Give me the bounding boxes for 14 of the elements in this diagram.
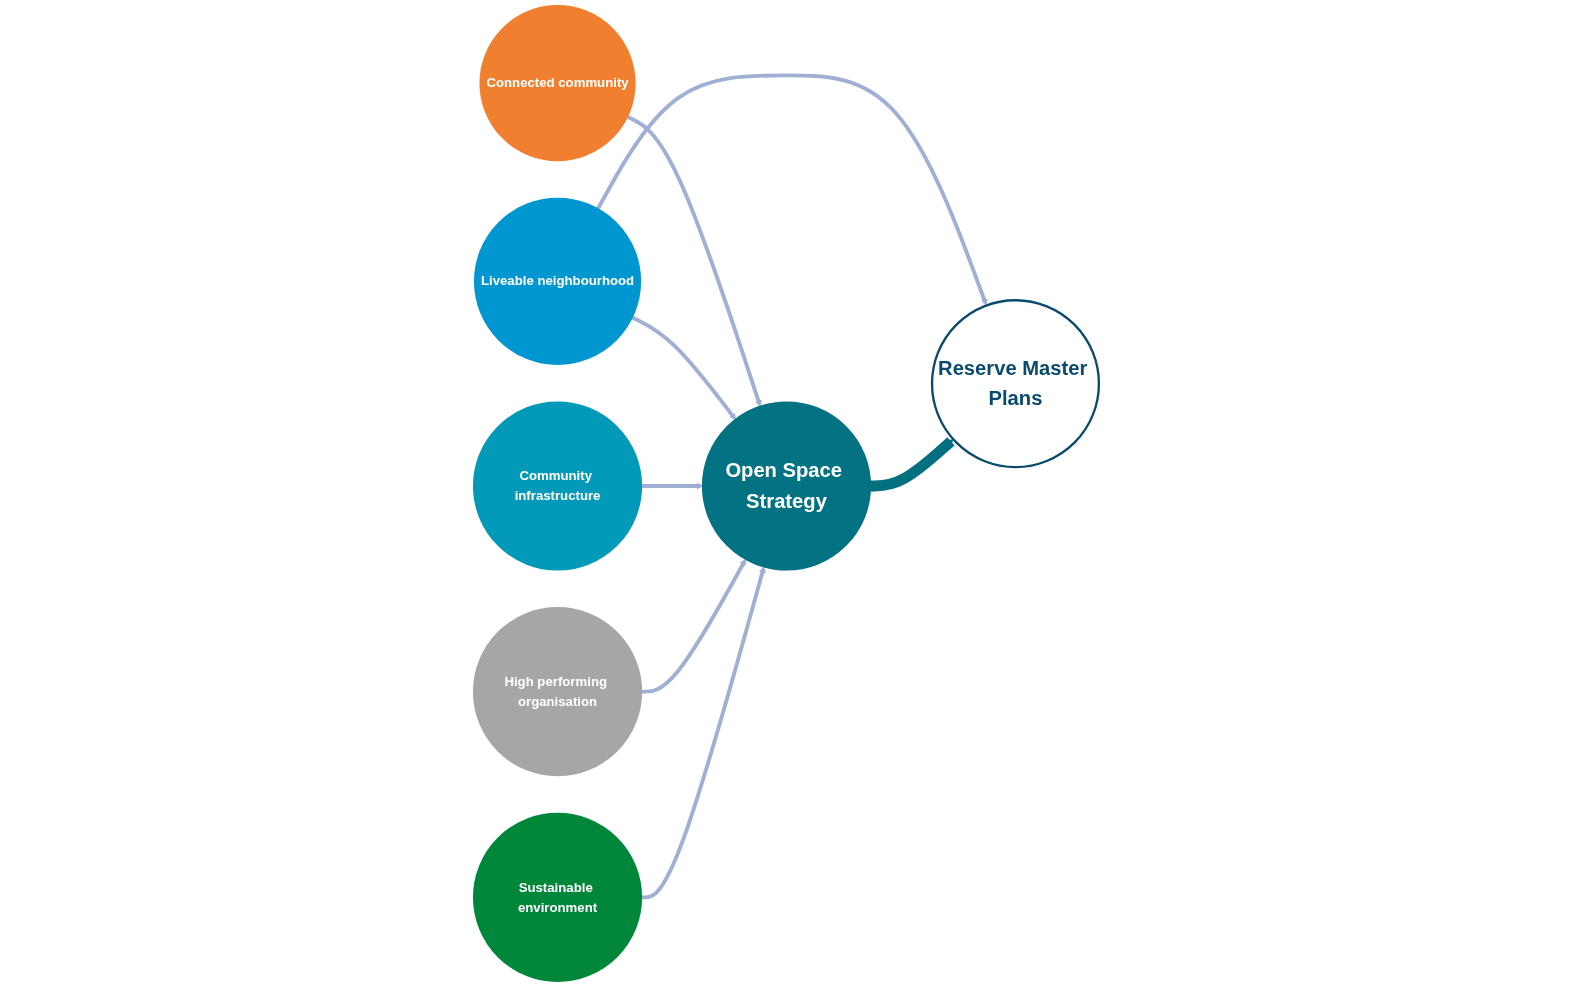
arrow — [630, 315, 737, 421]
node-circle: Liveable neighbourhood — [473, 197, 642, 365]
node-circle: Connected community — [479, 5, 636, 162]
node-circle: High performing organisation — [472, 607, 643, 777]
arrow — [869, 437, 955, 492]
arrow — [640, 566, 766, 900]
node-circle: Community infrastructure — [472, 401, 643, 571]
node-circle: Reserve Master Plans — [930, 299, 1101, 469]
arrow — [640, 482, 704, 490]
node-circle: Open Space Strategy — [701, 401, 872, 571]
arrow — [595, 73, 988, 306]
node-circle: Sustainable environment — [472, 812, 643, 982]
arrow — [625, 114, 762, 408]
arrow — [640, 558, 747, 694]
